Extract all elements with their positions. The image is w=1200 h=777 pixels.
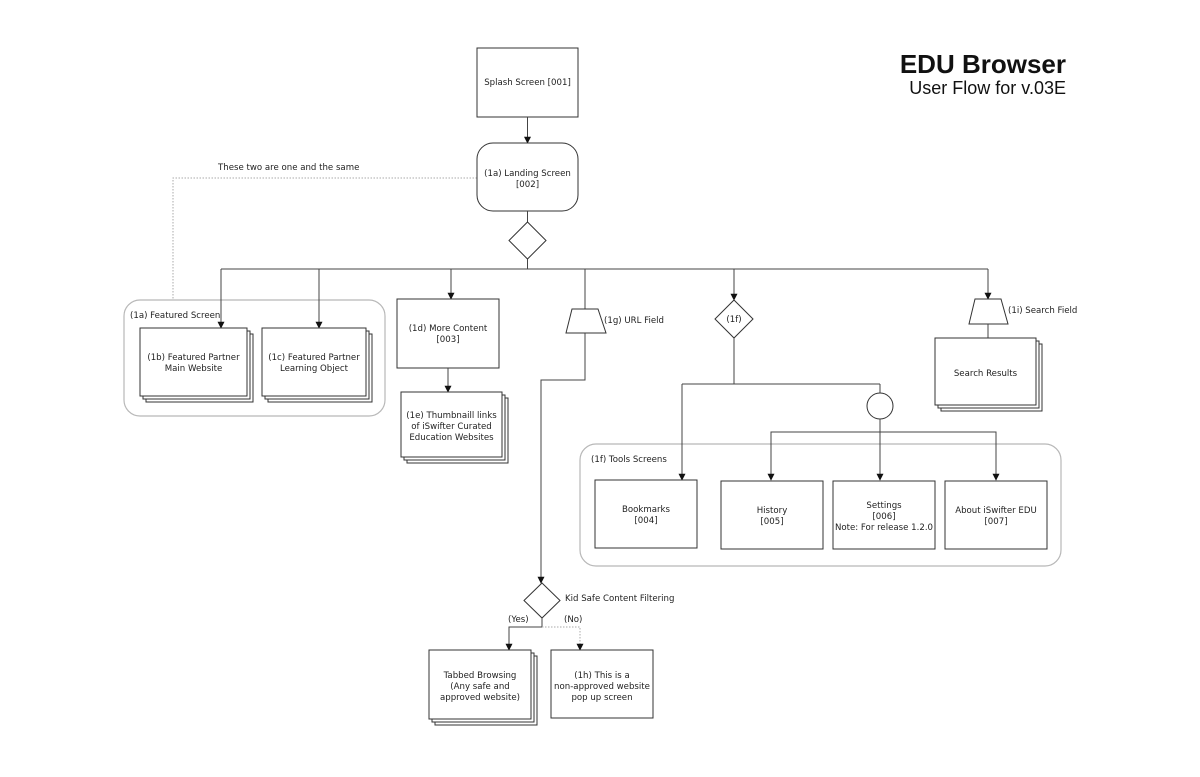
search-results-label: Search Results — [954, 369, 1018, 379]
kid-safe-label: Kid Safe Content Filtering — [565, 594, 674, 604]
diagram-title: EDU Browser — [900, 49, 1066, 79]
tools-decision-label: (1f) — [726, 315, 741, 325]
same-screen-annotation: These two are one and the same — [217, 163, 359, 173]
non-approved-popup-node[interactable] — [550, 649, 654, 719]
landing-screen-label-line2: [002] — [516, 180, 539, 190]
more-content-node[interactable] — [396, 298, 500, 369]
bookmarks-node[interactable] — [594, 479, 698, 549]
no-branch-label: (No) — [564, 615, 582, 625]
bookmarks-label-line1: Bookmarks — [622, 505, 671, 515]
same-screen-dotted-connector — [172, 177, 477, 300]
thumbnail-links-label-line3: Education Websites — [409, 433, 494, 443]
about-label-line1: About iSwifter EDU — [955, 506, 1037, 516]
featured-partner-main-label-line2: Main Website — [165, 364, 223, 374]
featured-screen-group-label: (1a) Featured Screen — [130, 311, 220, 321]
tools-screens-group-label: (1f) Tools Screens — [591, 455, 667, 465]
search-field-input-node[interactable] — [968, 298, 1009, 325]
kid-safe-decision-diamond[interactable] — [523, 582, 561, 619]
history-label-line2: [005] — [760, 517, 783, 527]
thumbnail-links-label-line2: of iSwifter Curated — [411, 422, 491, 432]
featured-partner-main-node[interactable] — [139, 327, 254, 403]
landing-decision-diamond[interactable] — [508, 221, 547, 260]
search-field-label: (1i) Search Field — [1008, 306, 1077, 316]
url-field-to-kid-safe-arrow — [537, 333, 586, 584]
splash-screen-label: Splash Screen [001] — [484, 78, 571, 88]
tabbed-browsing-label-line2: (Any safe and — [450, 682, 509, 692]
landing-screen-label-line1: (1a) Landing Screen — [484, 169, 571, 179]
thumbnail-links-label-line1: (1e) Thumbnaill links — [406, 411, 497, 421]
tabbed-browsing-label-line1: Tabbed Browsing — [443, 671, 517, 681]
non-approved-label-line1: (1h) This is a — [574, 671, 630, 681]
settings-label-line2: [006] — [872, 512, 895, 522]
settings-node[interactable] — [832, 480, 936, 550]
non-approved-label-line3: pop up screen — [571, 693, 632, 703]
thumbnail-links-node[interactable] — [400, 391, 509, 464]
settings-label-line3: Note: For release 1.2.0 — [835, 523, 933, 533]
history-label-line1: History — [757, 506, 788, 516]
diagram-subtitle: User Flow for v.03E — [909, 78, 1066, 98]
featured-partner-main-label-line1: (1b) Featured Partner — [147, 353, 240, 363]
settings-label-line1: Settings — [866, 501, 902, 511]
search-results-node[interactable] — [934, 337, 1043, 412]
tabbed-browsing-node[interactable] — [428, 649, 538, 726]
more-content-label-line1: (1d) More Content — [409, 324, 488, 334]
kid-safe-no-arrow — [542, 626, 584, 651]
kid-safe-yes-arrow — [505, 618, 543, 651]
featured-partner-learning-label-line2: Learning Object — [280, 364, 349, 374]
bookmarks-label-line2: [004] — [634, 516, 657, 526]
featured-partner-learning-node[interactable] — [261, 327, 373, 403]
off-page-connector-circle[interactable] — [866, 392, 894, 420]
about-node[interactable] — [944, 480, 1048, 550]
url-field-input-node[interactable] — [565, 308, 607, 334]
featured-partner-learning-label-line1: (1c) Featured Partner — [268, 353, 360, 363]
tabbed-browsing-label-line3: approved website) — [440, 693, 520, 703]
url-field-label: (1g) URL Field — [604, 316, 664, 326]
history-node[interactable] — [720, 480, 824, 550]
more-content-label-line2: [003] — [436, 335, 459, 345]
yes-branch-label: (Yes) — [508, 615, 529, 625]
about-label-line2: [007] — [984, 517, 1007, 527]
non-approved-label-line2: non-approved website — [554, 682, 650, 692]
